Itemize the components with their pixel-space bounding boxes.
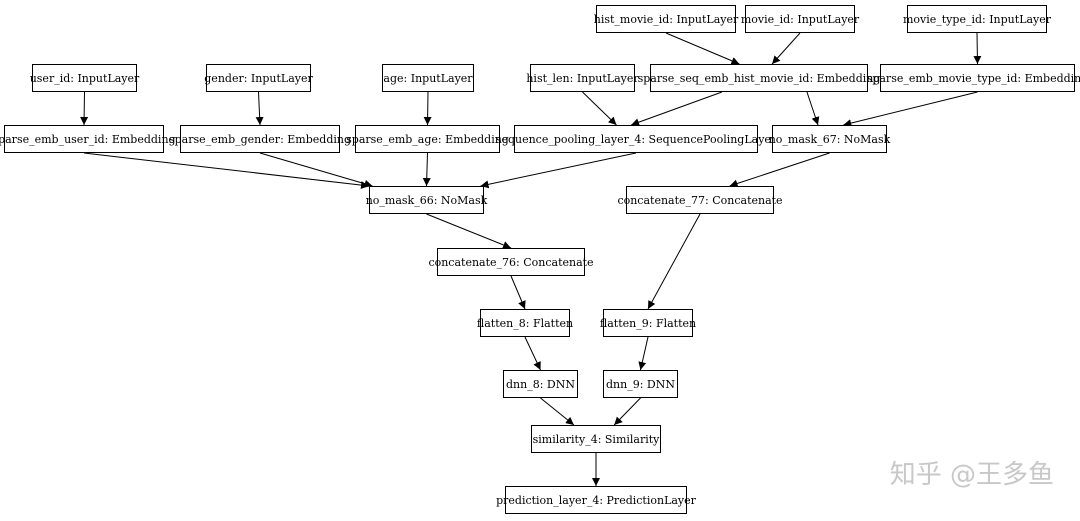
edge-sequence-pooling-layer-4-to-no-mask-66 xyxy=(480,152,637,189)
edge-dnn-8-to-similarity-4 xyxy=(540,397,575,426)
node-sparse-emb-user-id: sparse_emb_user_id: Embedding xyxy=(0,125,176,153)
node-concatenate-76: concatenate_76: Concatenate xyxy=(428,248,594,276)
edge-movie-type-id-input-to-sparse-emb-movie-type-id xyxy=(973,32,982,65)
node-sparse-emb-movie-type-id: sparse_emb_movie_type_id: Embedding xyxy=(867,64,1080,92)
edge-age-input-to-sparse-emb-age xyxy=(423,91,432,126)
edge-sparse-emb-age-to-no-mask-66 xyxy=(422,152,431,187)
node-sparse-seq-emb-hist-movie-id: sparse_seq_emb_hist_movie_id: Embedding xyxy=(638,64,880,92)
node-dnn-9: dnn_9: DNN xyxy=(603,370,678,398)
node-dnn-8: dnn_8: DNN xyxy=(503,370,578,398)
node-concatenate-77: concatenate_77: Concatenate xyxy=(617,186,783,214)
node-sparse-emb-gender: sparse_emb_gender: Embedding xyxy=(169,125,351,153)
node-movie-id-input: movie_id: InputLayer xyxy=(741,5,859,33)
edge-sparse-emb-movie-type-id-to-no-mask-67 xyxy=(843,91,978,127)
edge-no-mask-66-to-concatenate-76 xyxy=(426,213,512,249)
node-no-mask-67: no_mask_67: NoMask xyxy=(769,125,890,153)
edge-concatenate-77-to-flatten-9 xyxy=(647,213,701,310)
edge-flatten-8-to-dnn-8 xyxy=(524,336,541,371)
edge-movie-id-input-to-sparse-seq-emb-hist-movie-id xyxy=(771,32,801,65)
edge-hist-movie-id-input-to-sparse-seq-emb-hist-movie-id xyxy=(665,32,740,65)
node-prediction-layer-4: prediction_layer_4: PredictionLayer xyxy=(496,486,696,514)
edge-hist-len-input-to-sequence-pooling-layer-4 xyxy=(582,91,617,126)
node-flatten-9: flatten_9: Flatten xyxy=(600,309,696,337)
node-age-input: age: InputLayer xyxy=(382,64,474,92)
node-flatten-8: flatten_8: Flatten xyxy=(477,309,573,337)
node-gender-input: gender: InputLayer xyxy=(204,64,313,92)
edge-sparse-emb-gender-to-no-mask-66 xyxy=(259,152,373,188)
edge-flatten-9-to-dnn-9 xyxy=(638,336,649,371)
edge-gender-input-to-sparse-emb-gender xyxy=(255,91,264,126)
edge-user-id-input-to-sparse-emb-user-id xyxy=(80,91,89,126)
edge-sparse-seq-emb-hist-movie-id-to-no-mask-67 xyxy=(806,91,820,126)
edge-sparse-emb-user-id-to-no-mask-66 xyxy=(83,152,370,190)
node-sparse-emb-age: sparse_emb_age: Embedding xyxy=(346,125,509,153)
node-no-mask-66: no_mask_66: NoMask xyxy=(366,186,487,214)
watermark-text: 知乎 @王多鱼 xyxy=(889,460,1054,490)
node-similarity-4: similarity_4: Similarity xyxy=(531,425,661,453)
node-user-id-input: user_id: InputLayer xyxy=(30,64,139,92)
edge-sparse-seq-emb-hist-movie-id-to-sequence-pooling-layer-4 xyxy=(630,91,723,127)
edge-no-mask-67-to-concatenate-77 xyxy=(729,152,830,188)
edge-dnn-9-to-similarity-4 xyxy=(613,397,641,426)
edge-concatenate-76-to-flatten-8 xyxy=(510,275,526,310)
node-hist-movie-id-input: hist_movie_id: InputLayer xyxy=(594,5,738,33)
node-hist-len-input: hist_len: InputLayer xyxy=(526,64,639,92)
node-sequence-pooling-layer-4: sequence_pooling_layer_4: SequencePoolin… xyxy=(496,125,776,153)
node-movie-type-id-input: movie_type_id: InputLayer xyxy=(903,5,1051,33)
